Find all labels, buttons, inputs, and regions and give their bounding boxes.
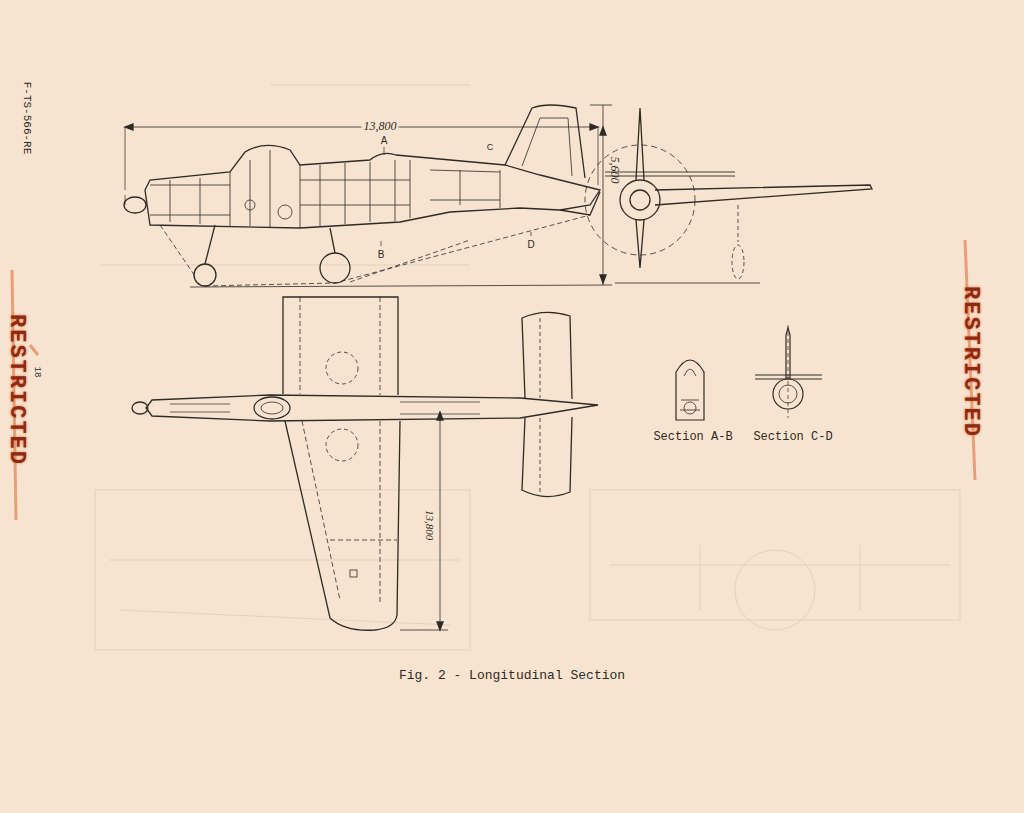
show-through-ghost [95, 85, 960, 650]
dimension-label: 18 [31, 367, 41, 378]
section-marker: D [527, 239, 534, 250]
dimension-label: 13,800 [424, 508, 436, 542]
dimension-label: 5,600 [607, 157, 620, 184]
side-view [124, 105, 612, 287]
section-marker: B [378, 249, 385, 260]
dimension-label: Section A-B [653, 431, 732, 444]
section-marker: C [487, 143, 494, 153]
figure-caption: Fig. 2 - Longitudinal Section [399, 669, 625, 683]
restricted-stamp: RESTRICTED [958, 286, 982, 438]
dimension-label: 13,800 [362, 120, 399, 133]
crayon-marks [12, 240, 975, 520]
dimension-label: Section C-D [753, 431, 832, 444]
restricted-stamp: RESTRICTED [4, 314, 28, 466]
front-view [585, 108, 872, 283]
dimension-label: F-TS-566-RE [21, 82, 33, 155]
section-marker: A [381, 135, 388, 146]
plan-view [132, 297, 598, 630]
cross-sections [676, 325, 822, 420]
